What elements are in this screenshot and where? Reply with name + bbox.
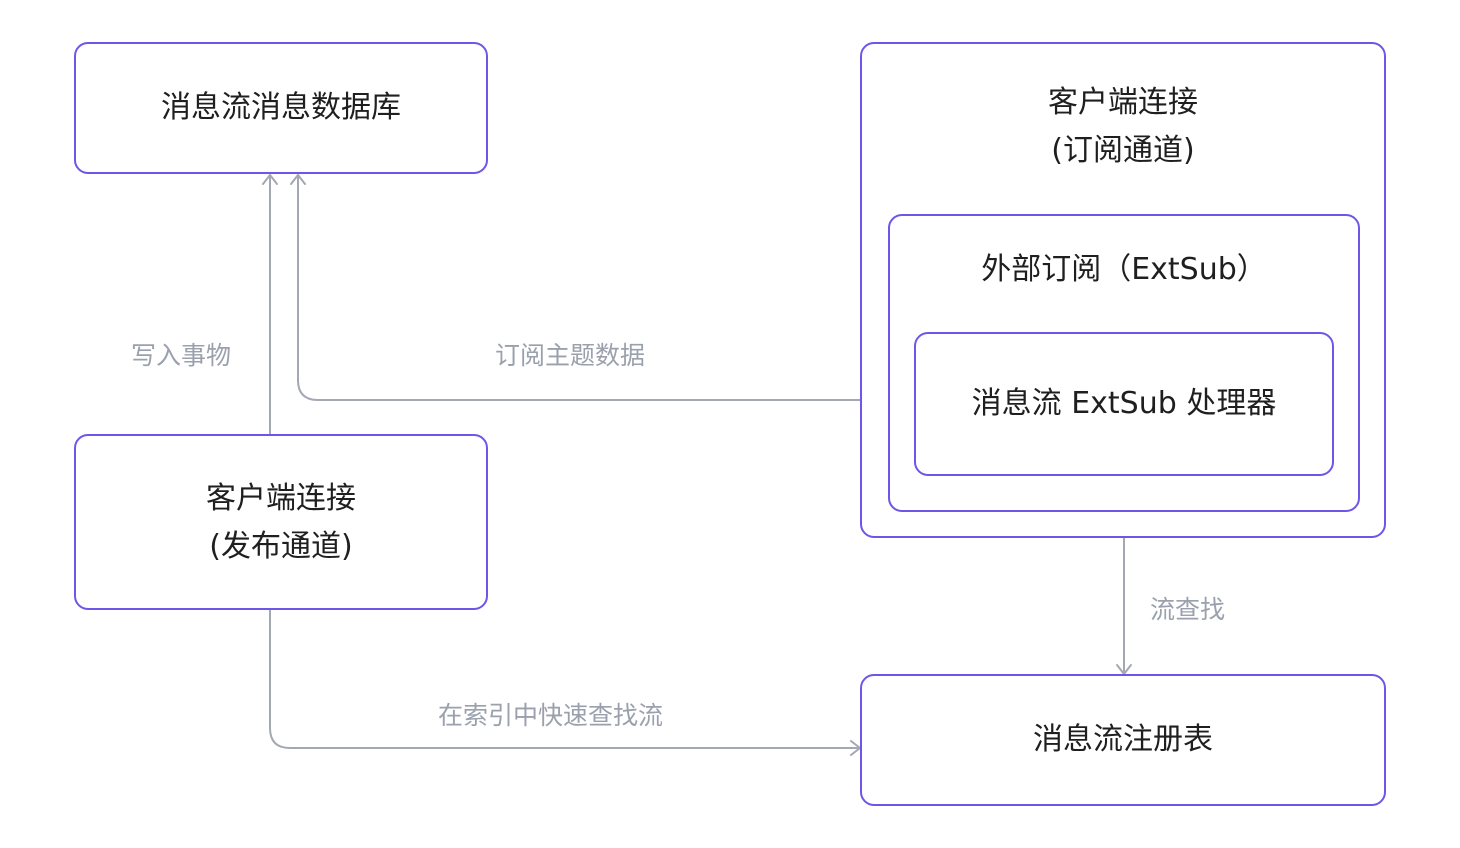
edge-label-subscribe-topic-data: 订阅主题数据	[495, 341, 646, 370]
arrowhead-write-transaction	[262, 174, 278, 185]
node-client-publish-line2: (发布通道)	[209, 529, 353, 564]
node-stream-registry-label: 消息流注册表	[1033, 722, 1213, 757]
node-message-database-label: 消息流消息数据库	[161, 90, 401, 125]
edge-label-stream-lookup: 流查找	[1150, 595, 1226, 624]
arrowhead-subscribe-topic-db	[290, 174, 306, 185]
node-extsub: 外部订阅（ExtSub） 消息流 ExtSub 处理器	[888, 214, 1360, 512]
node-message-database: 消息流消息数据库	[74, 42, 488, 174]
node-client-subscribe-line2: (订阅通道)	[1051, 133, 1195, 168]
edge-label-write-transaction: 写入事物	[131, 341, 232, 370]
node-client-subscribe-line1: 客户端连接	[1048, 85, 1198, 120]
edge-fast-index-lookup	[269, 609, 861, 749]
node-extsub-handler: 消息流 ExtSub 处理器	[914, 332, 1334, 476]
node-client-publish-line1: 客户端连接	[206, 481, 356, 516]
node-extsub-handler-label: 消息流 ExtSub 处理器	[971, 386, 1277, 421]
node-client-subscribe: 客户端连接 (订阅通道) 外部订阅（ExtSub） 消息流 ExtSub 处理器	[860, 42, 1386, 538]
edge-subscribe-topic-data	[297, 174, 915, 401]
node-client-publish: 客户端连接 (发布通道)	[74, 434, 488, 610]
edge-label-fast-index-lookup: 在索引中快速查找流	[438, 701, 664, 730]
node-extsub-label: 外部订阅（ExtSub）	[981, 252, 1267, 287]
node-stream-registry: 消息流注册表	[860, 674, 1386, 806]
